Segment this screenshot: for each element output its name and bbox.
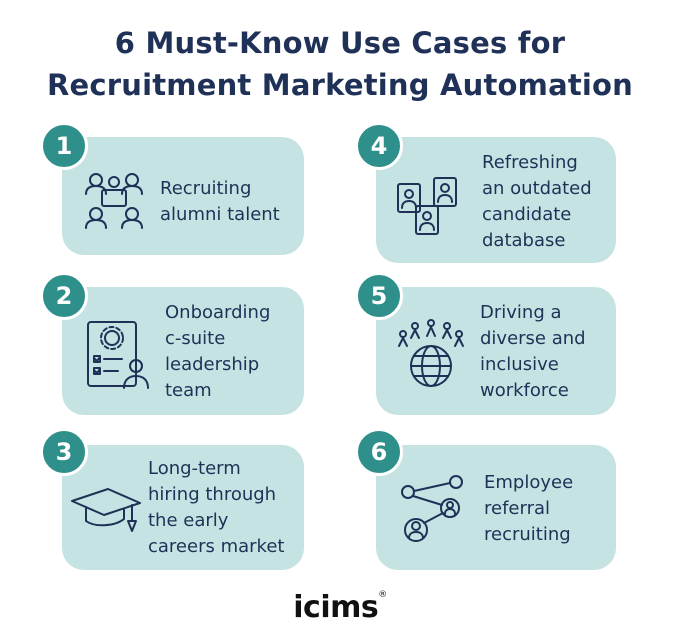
number-badge-2: 2 bbox=[40, 272, 88, 320]
use-case-card-5 bbox=[376, 287, 616, 415]
use-case-label-2: Onboarding c-suite leadership team bbox=[165, 302, 271, 401]
number-badge-1: 1 bbox=[40, 122, 88, 170]
number-badge-5: 5 bbox=[355, 272, 403, 320]
number-badge-6: 6 bbox=[355, 428, 403, 476]
icims-logo: icims® bbox=[0, 590, 680, 625]
title-line-1: 6 Must-Know Use Cases for bbox=[114, 26, 566, 60]
use-case-label-6: Employee referral recruiting bbox=[484, 472, 574, 545]
referral-network-icon bbox=[400, 474, 470, 544]
use-case-label-3: Long-term hiring through the early caree… bbox=[148, 458, 285, 557]
page-title: 6 Must-Know Use Cases for Recruitment Ma… bbox=[0, 22, 680, 106]
candidate-profiles-icon bbox=[396, 176, 468, 240]
use-case-label-1: Recruiting alumni talent bbox=[160, 178, 280, 225]
title-line-2: Recruitment Marketing Automation bbox=[46, 68, 634, 102]
team-meeting-icon bbox=[78, 168, 150, 230]
logo-trademark: ® bbox=[378, 590, 387, 600]
onboarding-checklist-icon bbox=[84, 318, 154, 390]
use-case-label-5: Driving a diverse and inclusive workforc… bbox=[480, 302, 586, 401]
use-case-card-2 bbox=[62, 287, 304, 415]
global-people-icon bbox=[395, 318, 467, 390]
graduation-cap-icon bbox=[70, 485, 142, 535]
use-case-card-3 bbox=[62, 445, 304, 570]
number-badge-4: 4 bbox=[355, 122, 403, 170]
logo-text: icims bbox=[293, 590, 379, 625]
number-badge-3: 3 bbox=[40, 428, 88, 476]
use-case-card-4 bbox=[376, 137, 616, 263]
use-case-card-6 bbox=[376, 445, 616, 570]
use-case-label-4: Refreshing an outdated candidate databas… bbox=[482, 152, 592, 251]
